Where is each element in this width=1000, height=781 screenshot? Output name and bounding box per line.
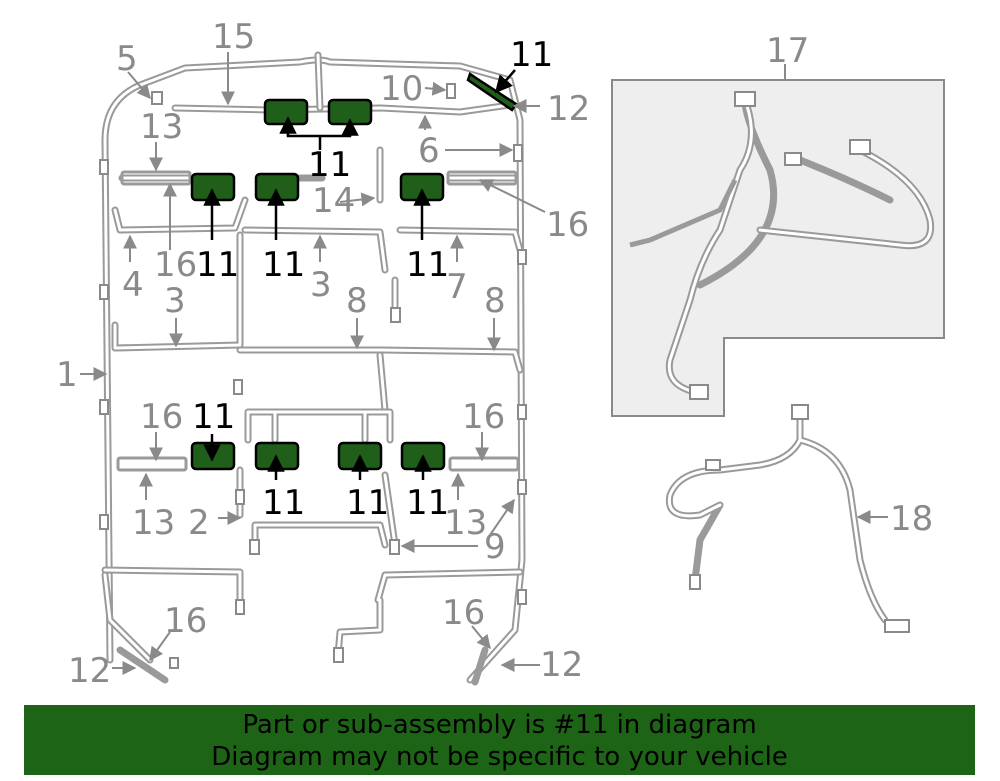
callout-10: 10 — [380, 69, 423, 109]
banner-line-2: Diagram may not be specific to your vehi… — [211, 742, 788, 772]
callout-16-right-upper: 16 — [546, 205, 589, 245]
info-banner: Part or sub-assembly is #11 in diagram D… — [24, 705, 975, 775]
callout-labels: 5 15 10 11 12 6 13 11 14 16 16 11 11 11 … — [56, 17, 933, 691]
callout-16-right-lower: 16 — [462, 397, 505, 437]
callout-1: 1 — [56, 355, 78, 395]
main-harness — [99, 51, 527, 686]
callout-15: 15 — [212, 17, 255, 57]
callout-11-d: 11 — [262, 245, 305, 285]
callout-3-left: 3 — [164, 281, 186, 321]
callout-12-bottom-right: 12 — [540, 645, 583, 685]
leader-lines-11 — [203, 69, 516, 480]
callout-2: 2 — [188, 503, 210, 543]
callout-16-bottom-right: 16 — [442, 593, 485, 633]
callout-5: 5 — [116, 39, 138, 79]
callout-16-bottom-left: 16 — [164, 601, 207, 641]
callout-11-upper-pair: 11 — [308, 145, 351, 185]
callout-9: 9 — [484, 527, 506, 567]
callout-11-e: 11 — [406, 245, 449, 285]
wiring-diagram: 5 15 10 11 12 6 13 11 14 16 16 11 11 11 … — [56, 17, 945, 691]
harness-18 — [665, 404, 910, 633]
callout-11-i: 11 — [406, 483, 449, 523]
callout-11-top: 11 — [510, 35, 553, 75]
banner-line-1: Part or sub-assembly is #11 in diagram — [242, 710, 757, 740]
callout-7: 7 — [446, 267, 468, 307]
callout-13-top: 13 — [140, 107, 183, 147]
callout-6: 6 — [418, 131, 440, 171]
callout-11-c: 11 — [196, 245, 239, 285]
callout-8-mid: 8 — [346, 281, 368, 321]
callout-14: 14 — [312, 181, 355, 221]
callout-16-left-upper: 16 — [154, 245, 197, 285]
callout-18: 18 — [890, 499, 933, 539]
callout-11-h: 11 — [346, 483, 389, 523]
callout-11-g: 11 — [262, 483, 305, 523]
callout-12-top: 12 — [547, 89, 590, 129]
callout-12-bottom-left: 12 — [68, 651, 111, 691]
callout-8-right: 8 — [484, 281, 506, 321]
callout-17: 17 — [766, 31, 809, 71]
leader-lines — [80, 52, 888, 675]
part-11-a — [263, 98, 309, 126]
callout-13-left-lower: 13 — [132, 503, 175, 543]
callout-4: 4 — [122, 265, 144, 305]
inset-17 — [611, 79, 945, 417]
callout-16-left-lower: 16 — [140, 397, 183, 437]
callout-13-right-lower: 13 — [444, 503, 487, 543]
callout-3-mid: 3 — [310, 265, 332, 305]
callout-11-f: 11 — [192, 397, 235, 437]
